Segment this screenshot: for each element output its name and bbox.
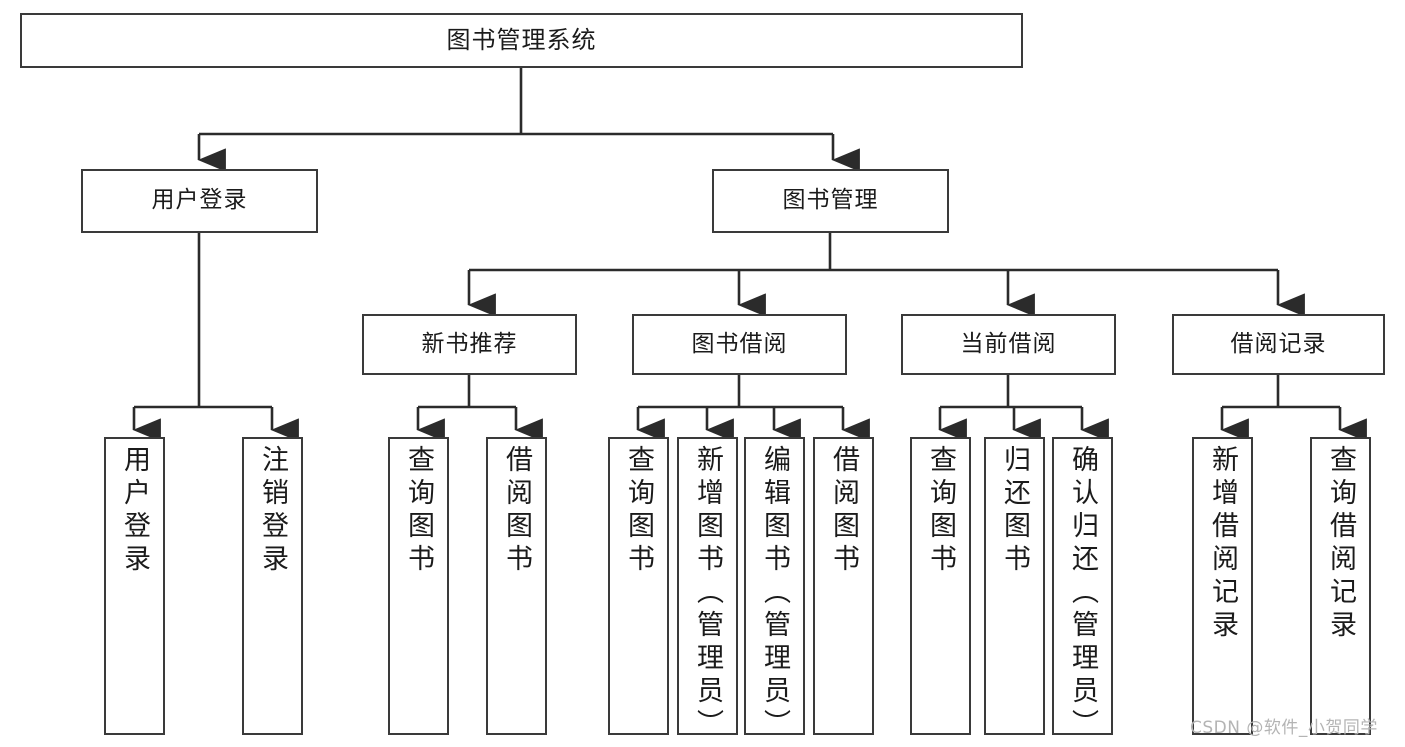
node-label: 借阅图书 [828, 445, 859, 577]
node-root[interactable]: 图书管理系统 [20, 13, 1023, 68]
node-label: 借阅图书 [501, 445, 532, 577]
node-label: 新增借阅记录 [1207, 445, 1238, 643]
node-label: 当前借阅 [960, 330, 1057, 357]
node-leaf-query-book-2[interactable]: 查询图书 [608, 437, 669, 735]
node-label: 图书管理 [782, 187, 879, 214]
node-leaf-user-login[interactable]: 用户登录 [104, 437, 165, 735]
node-book-manage[interactable]: 图书管理 [712, 169, 949, 233]
node-leaf-query-book-1[interactable]: 查询图书 [388, 437, 449, 735]
node-label: 新增图书（管理员） [692, 445, 723, 742]
node-new-book-rec[interactable]: 新书推荐 [362, 314, 577, 375]
node-label: 注销登录 [257, 445, 288, 577]
node-leaf-query-record[interactable]: 查询借阅记录 [1310, 437, 1371, 735]
node-leaf-edit-book[interactable]: 编辑图书（管理员） [744, 437, 805, 742]
node-leaf-user-logout[interactable]: 注销登录 [242, 437, 303, 735]
node-label: 查询图书 [623, 445, 654, 577]
node-leaf-borrow-book-1[interactable]: 借阅图书 [486, 437, 547, 735]
node-leaf-confirm-return[interactable]: 确认归还（管理员） [1052, 437, 1113, 742]
node-label: 图书管理系统 [446, 26, 597, 55]
csdn-watermark: CSDN @软件_小贺同学 [1190, 718, 1378, 738]
node-leaf-add-record[interactable]: 新增借阅记录 [1192, 437, 1253, 735]
node-borrow-record[interactable]: 借阅记录 [1172, 314, 1385, 375]
node-label: 用户登录 [151, 187, 248, 214]
node-user-login[interactable]: 用户登录 [81, 169, 318, 233]
node-label: 编辑图书（管理员） [759, 445, 790, 742]
node-label: 查询图书 [925, 445, 956, 577]
node-label: 新书推荐 [421, 330, 518, 357]
node-leaf-return-book[interactable]: 归还图书 [984, 437, 1045, 735]
node-label: 查询图书 [403, 445, 434, 577]
node-label: 用户登录 [119, 445, 150, 577]
node-label: 归还图书 [999, 445, 1030, 577]
node-leaf-borrow-book-2[interactable]: 借阅图书 [813, 437, 874, 735]
node-current-borrow[interactable]: 当前借阅 [901, 314, 1116, 375]
node-label: 查询借阅记录 [1325, 445, 1356, 643]
node-label: 借阅记录 [1230, 330, 1327, 357]
node-label: 图书借阅 [691, 330, 788, 357]
node-label: 确认归还（管理员） [1067, 445, 1098, 742]
node-leaf-add-book[interactable]: 新增图书（管理员） [677, 437, 738, 742]
node-book-borrow[interactable]: 图书借阅 [632, 314, 847, 375]
node-leaf-query-book-3[interactable]: 查询图书 [910, 437, 971, 735]
